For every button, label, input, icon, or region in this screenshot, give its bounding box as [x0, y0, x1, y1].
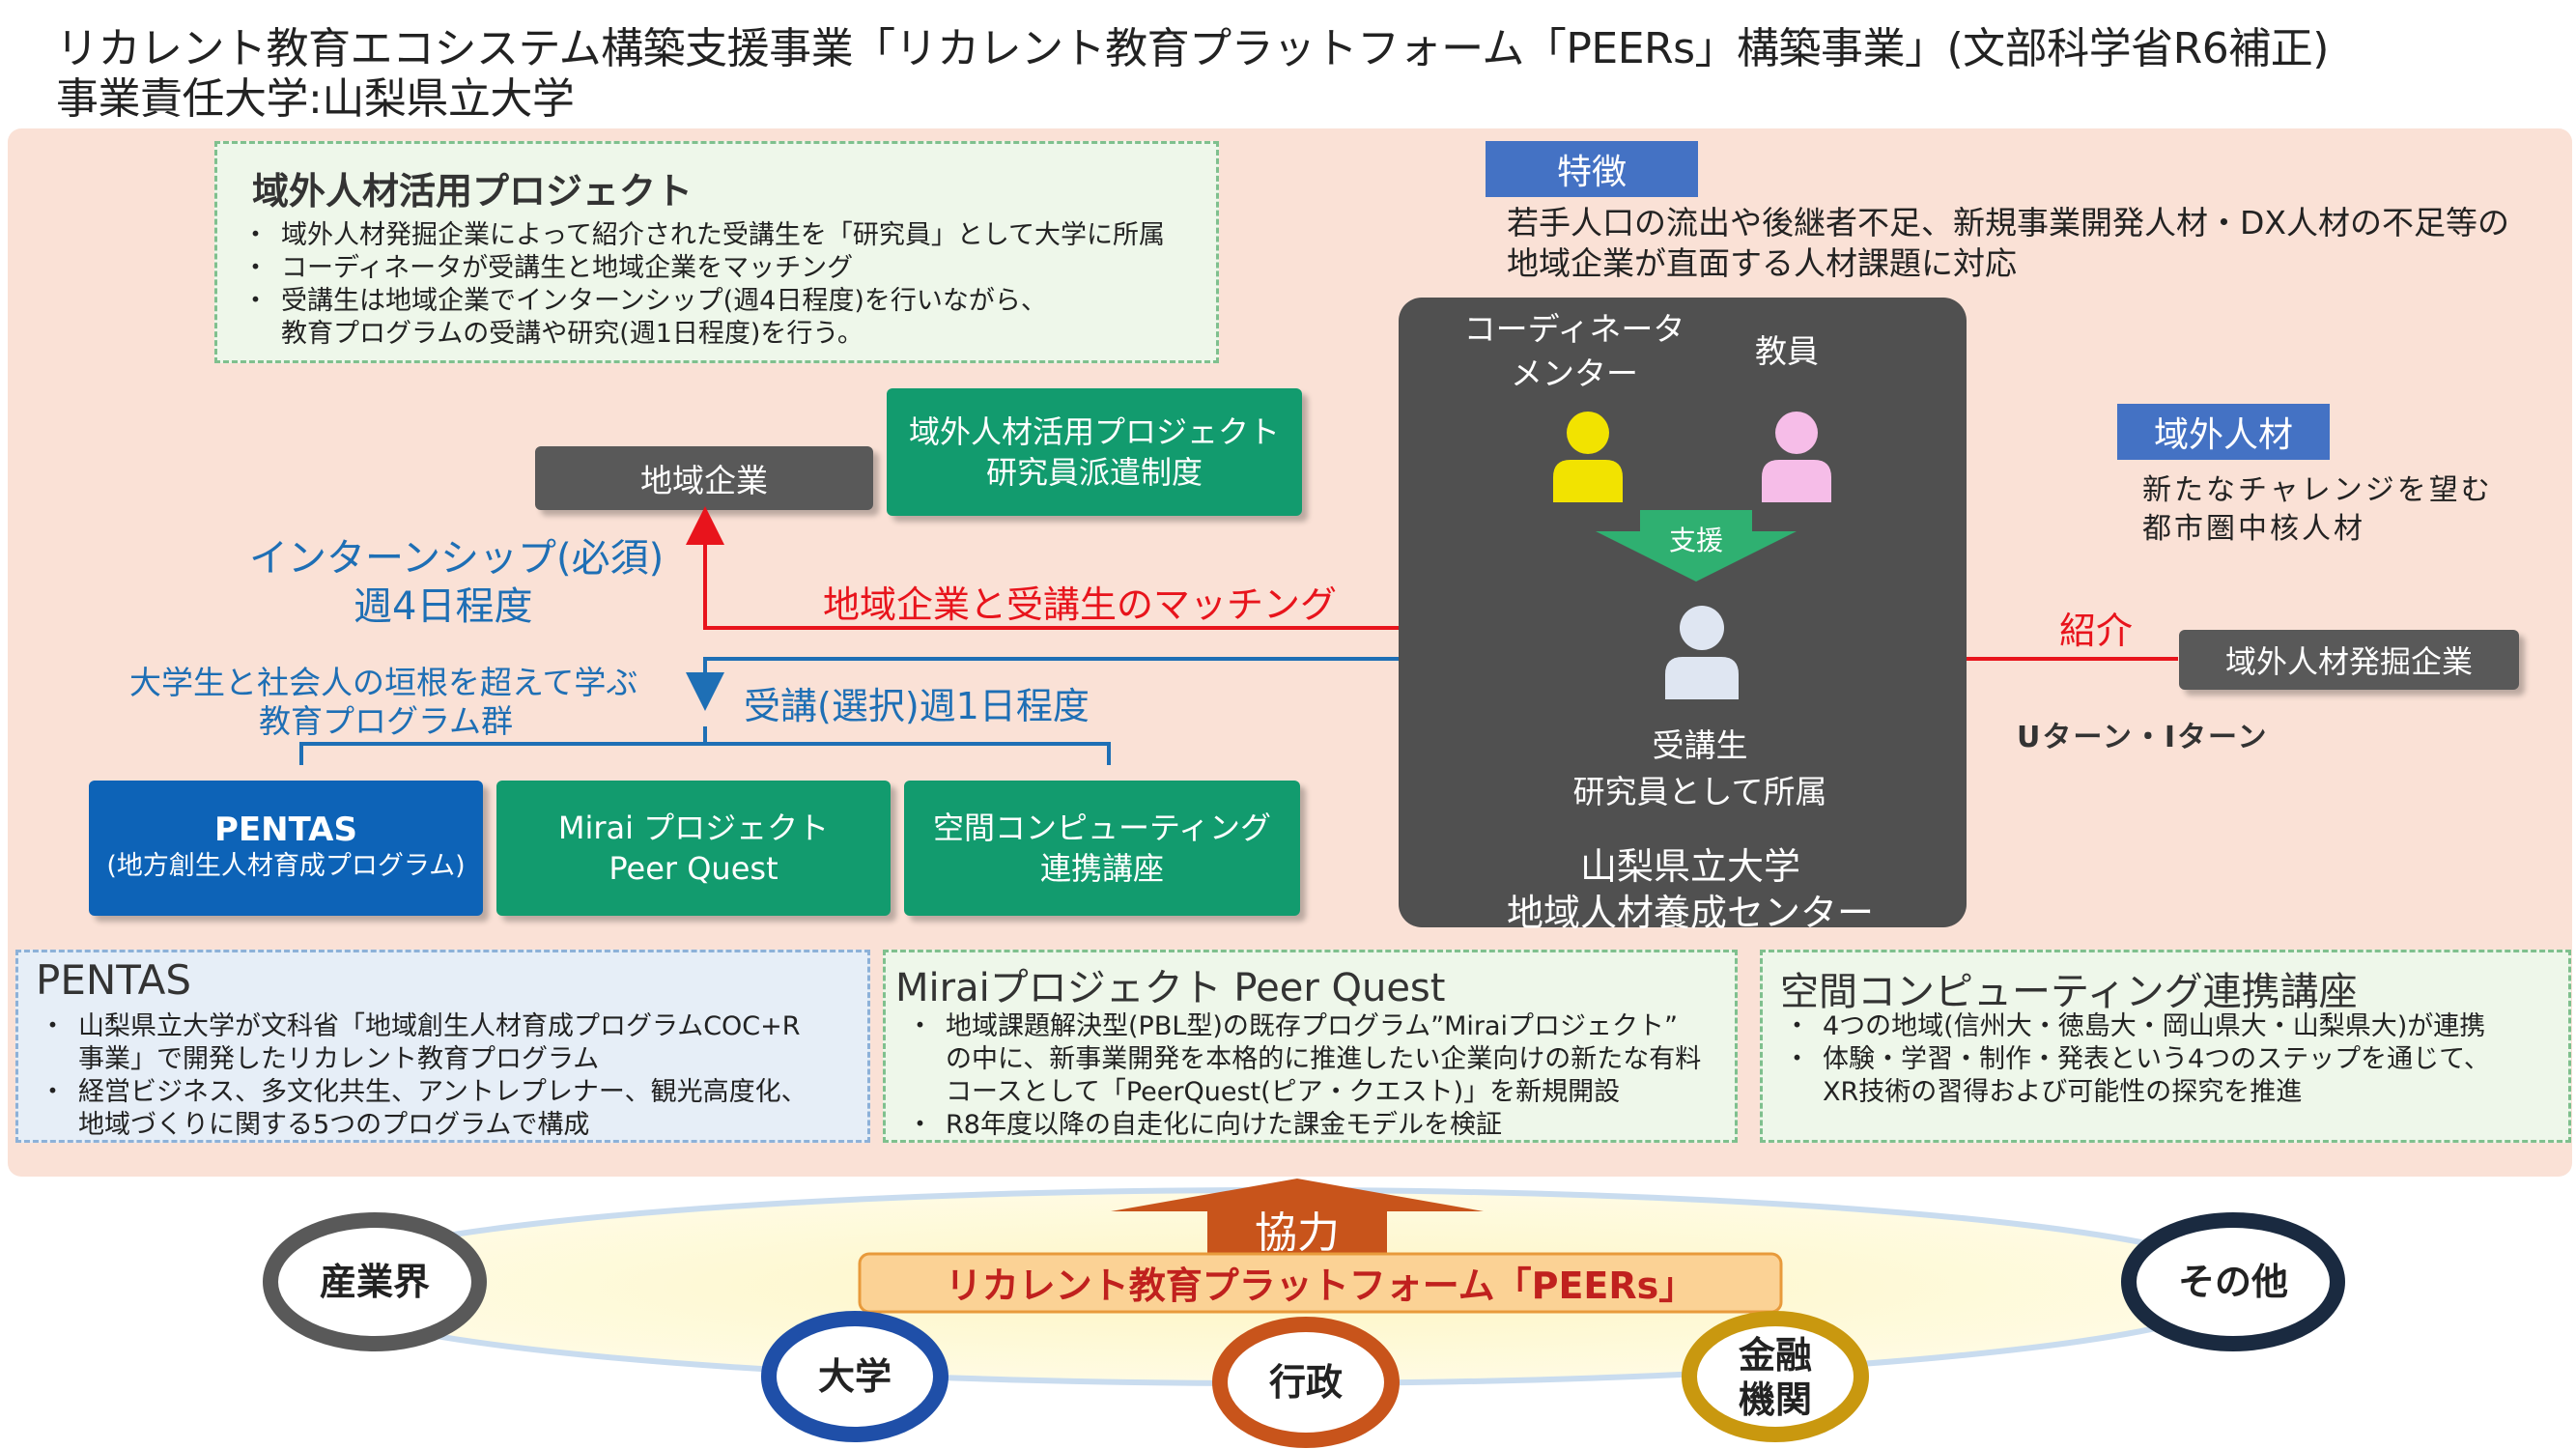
student-line1: 受講生	[1652, 726, 1748, 764]
programs-group-line1: 大学生と社会人の垣根を超えて学ぶ	[129, 664, 638, 701]
org-line1: 山梨県立大学	[1579, 845, 1800, 888]
matching-arrow	[686, 506, 1661, 630]
platform-name-bg	[858, 1252, 1783, 1314]
member-university: 大学	[817, 1355, 892, 1398]
pentas-detail-title: PENTAS	[36, 956, 192, 1004]
pentas-program-box: PENTAS (地方創生人材育成プログラム)	[89, 781, 483, 916]
spatial-program-line2: 連携講座	[1039, 850, 1164, 887]
list-item: 4つの地域(信州大・徳島大・岡山県大・山梨県大)が連携	[1782, 1010, 2490, 1043]
outside-talent-desc1: 新たなチャレンジを望む	[2142, 473, 2493, 507]
uturn-label: Uターン・Iターン	[2017, 721, 2269, 754]
outside-project-box: 域外人材活用プロジェクト 域外人材発掘企業によって紹介された受講生を「研究員」と…	[214, 141, 1219, 363]
spatial-detail-box: 空間コンピューティング連携講座 4つの地域(信州大・徳島大・岡山県大・山梨県大)…	[1760, 950, 2571, 1143]
internship-line2: 週4日程度	[354, 584, 533, 629]
member-finance-line1: 金融	[1738, 1334, 1812, 1377]
mirai-program-box: Mirai プロジェクト Peer Quest	[496, 781, 891, 916]
ring-others	[2121, 1212, 2345, 1351]
page-subtitle: 事業責任大学:山梨県立大学	[56, 74, 575, 124]
internship-line1: インターンシップ(必須)	[249, 536, 665, 581]
regional-company-box: 地域企業	[535, 446, 873, 510]
ring-university	[761, 1311, 948, 1442]
list-item: 受講生は地域企業でインターンシップ(週4日程度)を行いながら、 教育プログラムの…	[241, 285, 1165, 351]
talent-company-box: 域外人材発掘企業	[2179, 630, 2519, 690]
list-item: R8年度以降の自走化に向けた課金モデルを検証	[905, 1109, 1701, 1142]
list-item: 経営ビジネス、多文化共生、アントレプレナー、観光高度化、 地域づくりに関する5つ…	[38, 1076, 807, 1142]
pentas-program-subtitle: (地方創生人材育成プログラム)	[106, 851, 466, 881]
member-industry: 産業界	[319, 1261, 430, 1303]
mirai-program-line2: Peer Quest	[609, 850, 778, 887]
list-item: 域外人材発掘企業によって紹介された受講生を「研究員」として大学に所属	[241, 219, 1165, 252]
list-item: 地域課題解決型(PBL型)の既存プログラム”Miraiプロジェクト” の中に、新…	[905, 1010, 1701, 1109]
coordinator-label: コーディネータ メンター	[1449, 307, 1700, 396]
outside-talent-tag: 域外人材	[2117, 404, 2330, 460]
features-line1: 若手人口の流出や後継者不足、新規事業開発人材・DX人材の不足等の	[1507, 204, 2510, 242]
features-line2: 地域企業が直面する人材課題に対応	[1507, 244, 2017, 282]
mirai-program-line1: Mirai プロジェクト	[557, 810, 830, 846]
platform-diagram	[263, 1179, 2345, 1448]
attendance-label: 受講(選択)週1日程度	[744, 685, 1090, 727]
dispatch-line1: 域外人材活用プロジェクト	[908, 413, 1280, 450]
ring-finance	[1682, 1311, 1869, 1442]
page-title: リカレント教育エコシステム構築支援事業「リカレント教育プラットフォーム「PEER…	[56, 24, 2329, 73]
ring-industry	[263, 1212, 487, 1351]
member-finance: 金融 機関	[1698, 1333, 1853, 1422]
list-item: コーディネータが受講生と地域企業をマッチング	[241, 252, 1165, 285]
up-arrow-icon	[1111, 1179, 1484, 1254]
coordinator-line2: メンター	[1511, 355, 1638, 392]
features-tag: 特徴	[1486, 141, 1698, 197]
introduction-label: 紹介	[2059, 610, 2134, 652]
cooperation-label: 協力	[1255, 1208, 1340, 1258]
member-others: その他	[2177, 1261, 2288, 1303]
support-label: 支援	[1668, 525, 1723, 556]
programs-group-line2: 教育プログラム群	[259, 702, 514, 740]
spatial-program-line1: 空間コンピューティング	[932, 810, 1272, 846]
list-item: 体験・学習・制作・発表という4つのステップを通じて、 XR技術の習得および可能性…	[1782, 1043, 2490, 1109]
spatial-program-box: 空間コンピューティング 連携講座	[904, 781, 1300, 916]
org-line2: 地域人材養成センター	[1506, 892, 1874, 934]
mirai-detail-box: Miraiプロジェクト Peer Quest 地域課題解決型(PBL型)の既存プ…	[883, 950, 1738, 1143]
pentas-detail-box: PENTAS 山梨県立大学が文科省「地域創生人材育成プログラムCOC+R 事業」…	[15, 950, 870, 1143]
outside-project-bullets: 域外人材発掘企業によって紹介された受講生を「研究員」として大学に所属 コーディネ…	[241, 219, 1165, 351]
pentas-program-title: PENTAS	[214, 810, 357, 849]
platform-name: リカレント教育プラットフォーム「PEERs」	[945, 1264, 1696, 1307]
matching-label: 地域企業と受講生のマッチング	[823, 583, 1338, 626]
attendance-arrow	[686, 657, 1661, 711]
coordinator-line1: コーディネータ	[1463, 310, 1685, 348]
pentas-detail-bullets: 山梨県立大学が文科省「地域創生人材育成プログラムCOC+R 事業」で開発したリカ…	[38, 1010, 807, 1142]
dispatch-line2: 研究員派遣制度	[985, 454, 1203, 491]
member-finance-line2: 機関	[1738, 1378, 1812, 1421]
faculty-label: 教員	[1755, 332, 1819, 370]
talent-company-label: 域外人材発掘企業	[2224, 643, 2473, 680]
outside-project-title: 域外人材活用プロジェクト	[252, 170, 694, 213]
person-icon	[1553, 412, 1623, 502]
person-icon	[1665, 606, 1739, 699]
down-arrow-icon	[1596, 510, 1797, 582]
ring-government	[1212, 1317, 1400, 1448]
dispatch-system-box: 域外人材活用プロジェクト 研究員派遣制度	[887, 388, 1302, 516]
mirai-detail-title: Miraiプロジェクト Peer Quest	[895, 966, 1446, 1010]
center-org-box	[1399, 298, 1967, 927]
person-icon	[1762, 412, 1831, 502]
regional-company-label: 地域企業	[640, 462, 768, 499]
member-government: 行政	[1268, 1361, 1343, 1404]
list-item: 山梨県立大学が文科省「地域創生人材育成プログラムCOC+R 事業」で開発したリカ…	[38, 1010, 807, 1076]
mirai-detail-bullets: 地域課題解決型(PBL型)の既存プログラム”Miraiプロジェクト” の中に、新…	[905, 1010, 1701, 1142]
spatial-detail-bullets: 4つの地域(信州大・徳島大・岡山県大・山梨県大)が連携 体験・学習・制作・発表と…	[1782, 1010, 2490, 1109]
student-line2: 研究員として所属	[1572, 773, 1827, 810]
spatial-detail-title: 空間コンピューティング連携講座	[1780, 970, 2358, 1014]
programs-bracket	[299, 726, 1111, 765]
outside-talent-desc2: 都市圏中核人材	[2142, 512, 2365, 546]
